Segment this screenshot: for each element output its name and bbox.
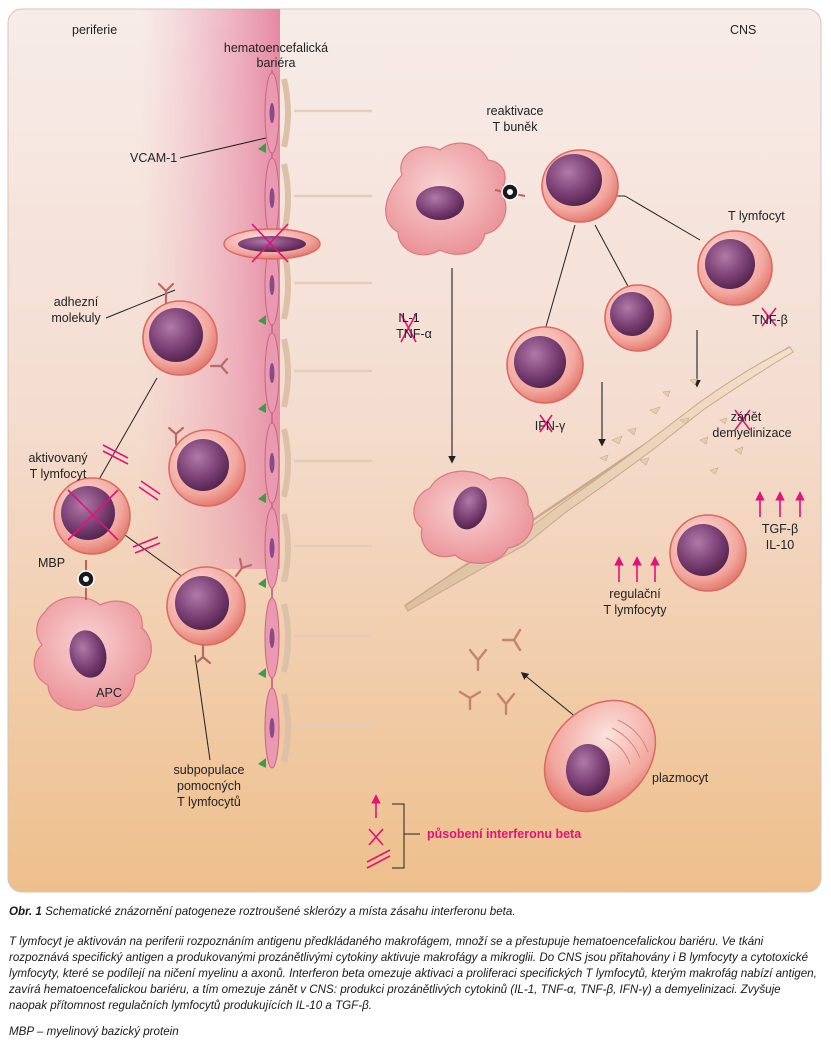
label-inflammation-line2: demyelinizace (712, 426, 791, 440)
vcam-marker (258, 668, 266, 678)
label-periphery: periferie (72, 23, 117, 37)
endothelial-cell (258, 422, 280, 504)
antigen-presentation-complex (77, 183, 526, 600)
macrophage-cns (413, 470, 534, 564)
label-activated-line2: T lymfocyt (30, 467, 87, 481)
label-t-lymphocyte: T lymfocyt (728, 209, 785, 223)
caption-title: Schematické znázornění patogeneze roztro… (45, 905, 516, 918)
legend: působení interferonu beta (366, 794, 582, 869)
endfoot (281, 78, 372, 148)
t-cell-helper-upper (168, 429, 246, 507)
apc-macrophage (33, 596, 152, 711)
label-cns: CNS (730, 23, 756, 37)
t-cell-center-upper (604, 284, 672, 352)
label-inflammation-line1: zánět (731, 410, 762, 424)
endfoot (281, 603, 372, 673)
plasmocyte-cell (543, 699, 657, 813)
t-cell-center-left (506, 326, 584, 404)
caption-number: Obr. 1 (9, 905, 42, 918)
vcam-marker (258, 315, 266, 325)
endfoot (281, 338, 372, 408)
label-il1: IL-1 (398, 311, 420, 325)
legend-label: působení interferonu beta (427, 827, 582, 841)
endothelial-cell (258, 687, 280, 769)
label-il10: IL-10 (766, 538, 795, 552)
t-cell-upper-right (697, 230, 773, 306)
diagram-background (7, 8, 822, 893)
vcam-marker (258, 403, 266, 413)
label-adhesion-line2: molekuly (51, 311, 101, 325)
interferon-beta-marks (67, 223, 777, 554)
caption-body: T lymfocyt je aktivován na periferii roz… (9, 935, 817, 1012)
label-subpop-line2: pomocných (177, 779, 241, 793)
t-cell-adhesion (142, 300, 218, 376)
vcam-marker (258, 578, 266, 588)
endfoot (281, 693, 372, 763)
label-bbb-line2: bariéra (257, 56, 296, 70)
upregulation-arrows (614, 491, 805, 582)
caption-abbreviation: MBP – myelinový bazický protein (9, 1025, 179, 1038)
ms-pathogenesis-diagram: působení interferonu beta periferie CNS … (7, 8, 822, 893)
label-mbp: MBP (38, 556, 65, 570)
label-ifng: IFN-γ (535, 419, 566, 433)
label-tnfa: TNF-α (396, 327, 432, 341)
label-adhesion-line1: adhezní (54, 295, 99, 309)
t-cell-reactivated (541, 149, 619, 223)
t-cell-helper-lower (166, 566, 246, 646)
flow-arrows (448, 268, 701, 719)
label-tnfb: TNF-β (752, 313, 788, 327)
label-bbb-line1: hematoencefalická (224, 41, 328, 55)
figure-caption: Obr. 1 Schematické znázornění patogeneze… (9, 904, 821, 1040)
label-subpop-line3: T lymfocytů (177, 795, 241, 809)
t-cell-regulatory (669, 514, 747, 592)
label-tgfb: TGF-β (762, 522, 798, 536)
label-regulatory-line2: T lymfocyty (604, 603, 668, 617)
endothelial-cell (258, 244, 280, 326)
endothelial-cell (258, 332, 280, 414)
label-activated-line1: aktivovaný (28, 451, 88, 465)
macrophage-reactivation (385, 142, 507, 256)
endfoot (281, 428, 372, 498)
endfoot (281, 513, 372, 583)
figure-labels: periferie CNS hematoencefalická bariéra … (28, 23, 798, 809)
label-plasmocyte: plazmocyt (652, 771, 709, 785)
endothelial-cell (258, 72, 280, 154)
endothelial-cell (258, 597, 280, 679)
endothelial-cell (258, 507, 280, 589)
caption-title-line: Obr. 1 Schematické znázornění patogeneze… (9, 904, 821, 920)
vcam-marker (258, 758, 266, 768)
antibodies (458, 628, 522, 716)
label-reactivation-line2: T buněk (493, 120, 539, 134)
vcam-marker (258, 493, 266, 503)
vcam-marker (258, 143, 266, 153)
label-reactivation-line1: reaktivace (487, 104, 544, 118)
label-vcam: VCAM-1 (130, 151, 177, 165)
label-subpop-line1: subpopulace (174, 763, 245, 777)
cells-layer (53, 149, 773, 665)
label-regulatory-line1: regulační (609, 587, 661, 601)
label-apc: APC (96, 686, 122, 700)
